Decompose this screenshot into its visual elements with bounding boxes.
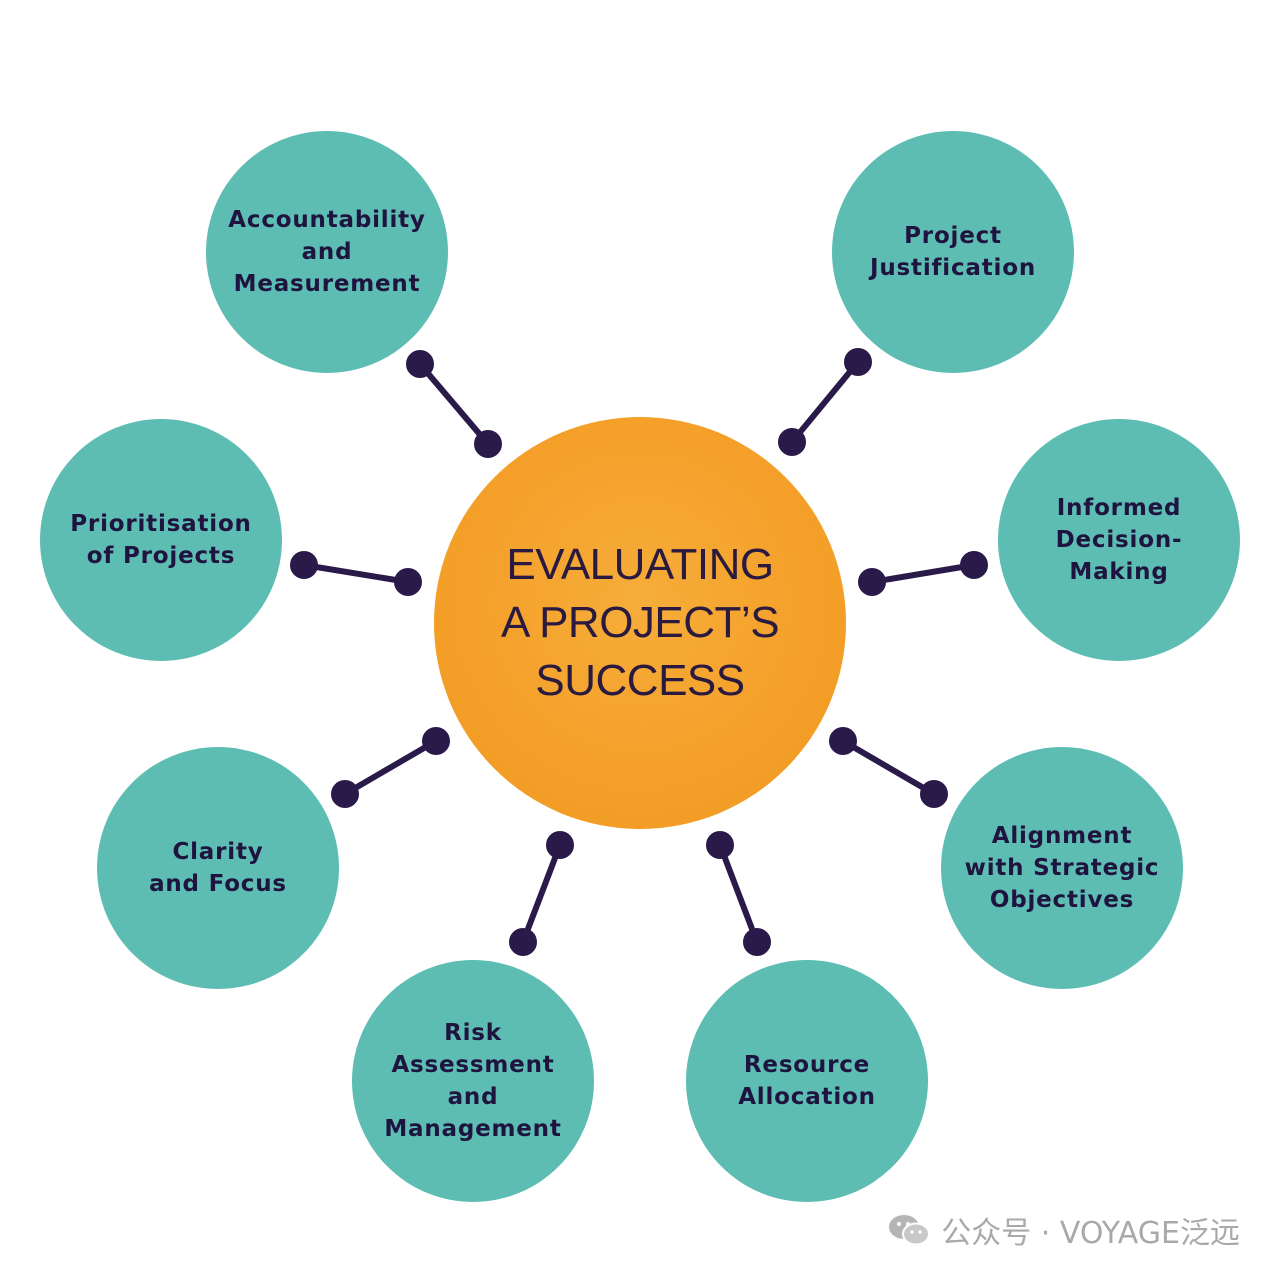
node-justification: Project Justification [832,131,1074,373]
center-node: EVALUATING A PROJECT’S SUCCESS [434,417,846,829]
watermark-text: 公众号 · VOYAGE泛远 [941,1216,1240,1251]
node-resource: Resource Allocation [686,960,928,1202]
node-informed-decision: Informed Decision- Making [998,419,1240,661]
node-accountability: Accountability and Measurement [206,131,448,373]
node-label: Prioritisation of Projects [70,511,252,569]
connector-risk [509,831,574,956]
node-label: Resource Allocation [738,1052,876,1110]
connector-alignment [829,727,948,808]
node-prioritisation: Prioritisation of Projects [40,419,282,661]
connector-prioritisation [290,551,422,596]
node-alignment: Alignment with Strategic Objectives [941,747,1183,989]
node-label: Clarity and Focus [149,839,287,897]
node-clarity: Clarity and Focus [97,747,339,989]
connector-resource [706,831,771,956]
node-label: Risk Assessment and Management [384,1020,562,1142]
node-label: Project Justification [870,223,1036,281]
node-label: Informed Decision- Making [1055,495,1183,585]
connector-informed-decision [858,551,988,596]
center-title: EVALUATING A PROJECT’S SUCCESS [500,540,780,705]
node-label: Accountability and Measurement [228,207,426,297]
connector-justification [778,348,872,456]
connector-clarity [331,727,450,808]
connector-accountability [406,350,502,458]
wechat-icon [889,1215,931,1246]
node-risk: Risk Assessment and Management [352,960,594,1202]
watermark: 公众号 · VOYAGE泛远 [887,1208,1240,1252]
node-label: Alignment with Strategic Objectives [964,823,1160,913]
